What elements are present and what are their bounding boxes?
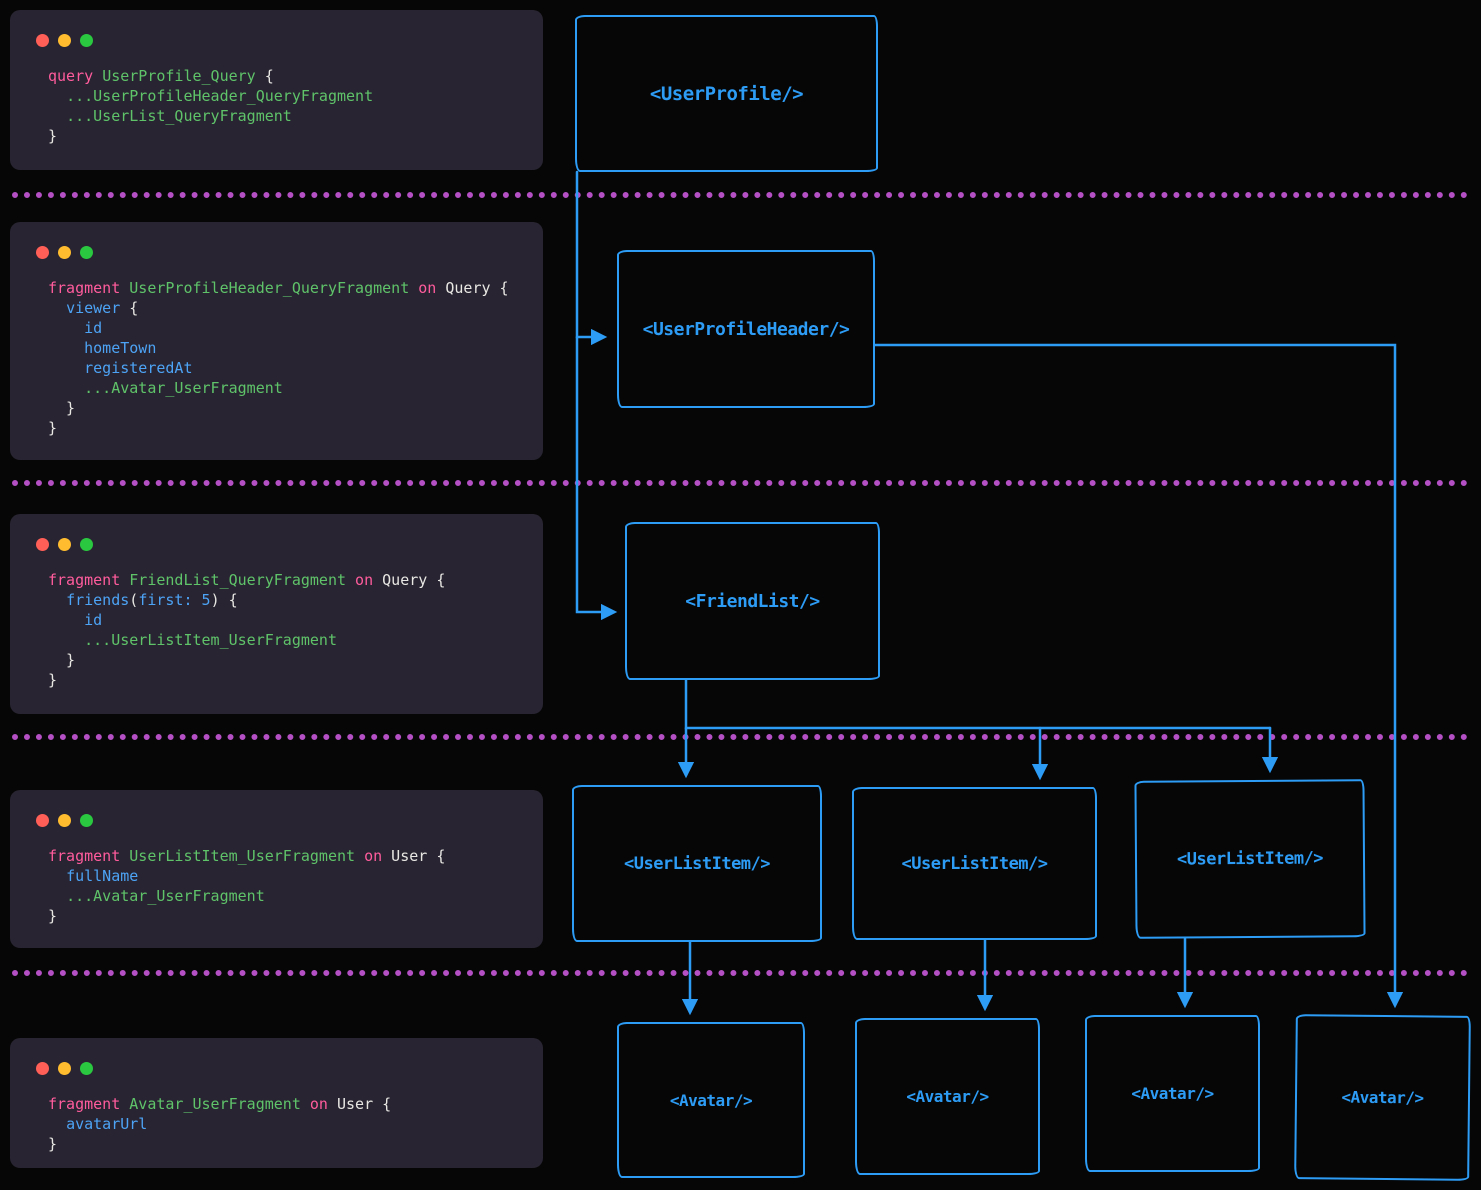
code-panel-avatar-fragment: fragment Avatar_UserFragment on User { a… [10,1038,543,1168]
code-line: id [84,319,103,337]
code-line: ...Avatar_UserFragment [66,887,265,905]
component-label-avatar: <Avatar/> [1341,1087,1424,1108]
minimize-window-icon [58,246,71,259]
component-box-userlistitem-1: <UserListItem/> [572,785,822,942]
code-block-friendlist-fragment: fragment FriendList_QueryFragment on Que… [48,570,445,690]
code-line: registeredAt [84,359,193,377]
code-line: } [48,419,58,437]
code-line: } [48,1135,58,1153]
separator-dotted-2 [12,480,1468,486]
close-window-icon [36,538,49,551]
code-line: friends(first: 5) { [66,591,238,609]
code-line: viewer { [66,299,139,317]
separator-dotted-1 [12,192,1468,198]
minimize-window-icon [58,538,71,551]
code-line: ...Avatar_UserFragment [84,379,283,397]
maximize-window-icon [80,814,93,827]
code-line: id [84,611,103,629]
component-box-userlistitem-2: <UserListItem/> [852,787,1097,940]
component-label-avatar: <Avatar/> [1131,1084,1214,1103]
minimize-window-icon [58,34,71,47]
code-line: } [48,907,58,925]
code-block-userprofileheader-fragment: fragment UserProfileHeader_QueryFragment… [48,278,509,438]
code-line: fragment UserListItem_UserFragment on Us… [48,847,446,865]
component-label-friendlist: <FriendList/> [685,590,820,612]
code-line: } [48,399,76,417]
maximize-window-icon [80,1062,93,1075]
code-panel-userlistitem-fragment: fragment UserListItem_UserFragment on Us… [10,790,543,948]
window-traffic-lights [36,246,93,259]
close-window-icon [36,246,49,259]
window-traffic-lights [36,538,93,551]
component-label-userlistitem: <UserListItem/> [901,853,1048,874]
code-block-avatar-fragment: fragment Avatar_UserFragment on User { a… [48,1094,391,1154]
code-line: avatarUrl [66,1115,148,1133]
component-box-avatar-2: <Avatar/> [855,1018,1040,1175]
close-window-icon [36,1062,49,1075]
component-box-avatar-4: <Avatar/> [1294,1014,1471,1181]
code-line: ...UserList_QueryFragment [66,107,292,125]
code-line: ...UserProfileHeader_QueryFragment [66,87,374,105]
close-window-icon [36,814,49,827]
component-box-userprofile: <UserProfile/> [575,15,878,172]
close-window-icon [36,34,49,47]
arrow-userprofile-to-friendlist [575,335,618,621]
component-label-avatar: <Avatar/> [669,1090,753,1110]
component-box-avatar-1: <Avatar/> [617,1022,805,1178]
code-line: } [48,127,58,145]
code-line: ...UserListItem_UserFragment [84,631,337,649]
component-label-avatar: <Avatar/> [906,1087,989,1106]
window-traffic-lights [36,814,93,827]
maximize-window-icon [80,34,93,47]
code-line: fullName [66,867,139,885]
maximize-window-icon [80,538,93,551]
code-panel-query: query UserProfile_Query { ...UserProfile… [10,10,543,170]
maximize-window-icon [80,246,93,259]
component-box-avatar-3: <Avatar/> [1085,1015,1260,1172]
code-line: query UserProfile_Query { [48,67,274,85]
code-panel-userprofileheader-fragment: fragment UserProfileHeader_QueryFragment… [10,222,543,460]
minimize-window-icon [58,1062,71,1075]
component-box-userlistitem-3: <UserListItem/> [1134,779,1366,939]
code-line: fragment Avatar_UserFragment on User { [48,1095,392,1113]
component-label-userprofileheader: <UserProfileHeader/> [642,318,850,340]
window-traffic-lights [36,34,93,47]
component-label-userlistitem: <UserListItem/> [623,853,771,874]
separator-dotted-3 [12,734,1468,740]
code-block-userlistitem-fragment: fragment UserListItem_UserFragment on Us… [48,846,445,926]
code-line: } [48,671,58,689]
code-line: fragment UserProfileHeader_QueryFragment… [48,279,509,297]
code-line: } [48,651,76,669]
code-line: fragment FriendList_QueryFragment on Que… [48,571,446,589]
code-block-query: query UserProfile_Query { ...UserProfile… [48,66,373,146]
separator-dotted-4 [12,970,1468,976]
component-box-userprofileheader: <UserProfileHeader/> [617,250,875,408]
window-traffic-lights [36,1062,93,1075]
minimize-window-icon [58,814,71,827]
component-label-userprofile: <UserProfile/> [649,82,804,105]
component-label-userlistitem: <UserListItem/> [1176,848,1324,870]
component-box-friendlist: <FriendList/> [625,522,880,680]
code-panel-friendlist-fragment: fragment FriendList_QueryFragment on Que… [10,514,543,714]
code-line: homeTown [84,339,157,357]
arrow-friendlist-bus [684,678,1272,730]
